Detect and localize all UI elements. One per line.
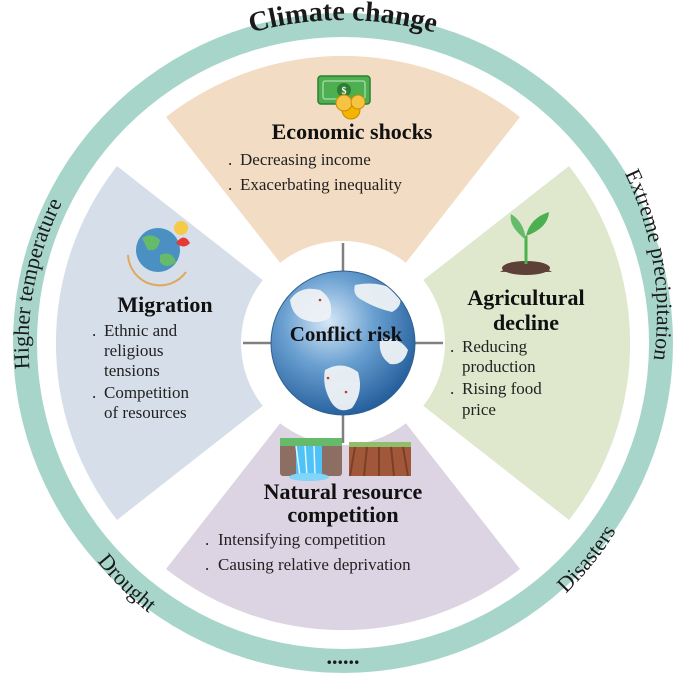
list-item: price bbox=[462, 400, 496, 419]
sector-agricultural bbox=[343, 166, 631, 520]
list-item: Exacerbating inequality bbox=[240, 175, 402, 194]
migration-bullets: . Ethnic and religious tensions . Compet… bbox=[92, 321, 190, 422]
center-label: Conflict risk bbox=[290, 322, 403, 346]
economic-title: Economic shocks bbox=[272, 119, 433, 144]
list-item: production bbox=[462, 357, 536, 376]
earth-migration-icon bbox=[127, 221, 190, 287]
list-item: tensions bbox=[104, 361, 160, 380]
svg-text:.: . bbox=[450, 337, 454, 356]
farmland-icon bbox=[349, 442, 411, 477]
svg-text:.: . bbox=[228, 150, 232, 169]
svg-text:$: $ bbox=[342, 86, 347, 97]
list-item: of resources bbox=[104, 403, 187, 422]
natural-title-line-1: Natural resource bbox=[264, 479, 423, 504]
waterfall-icon bbox=[280, 438, 342, 481]
list-item: Causing relative deprivation bbox=[218, 555, 411, 574]
svg-text:.: . bbox=[92, 383, 96, 402]
natural-title-line-2: competition bbox=[287, 502, 398, 527]
sector-natural bbox=[166, 343, 520, 631]
money-icon: $ bbox=[317, 75, 371, 120]
sector-economic bbox=[166, 55, 520, 343]
agricultural-title-line-2: decline bbox=[493, 310, 559, 335]
svg-text:.: . bbox=[205, 555, 209, 574]
svg-text:.: . bbox=[92, 321, 96, 340]
list-item: Decreasing income bbox=[240, 150, 371, 169]
list-item: Competition bbox=[104, 383, 190, 402]
list-item: religious bbox=[104, 341, 164, 360]
ring-label-bottom: ...... bbox=[327, 644, 360, 669]
svg-text:.: . bbox=[228, 175, 232, 194]
sector-migration bbox=[55, 166, 343, 520]
list-item: Ethnic and bbox=[104, 321, 178, 340]
sprout-icon bbox=[500, 212, 552, 275]
svg-text:.: . bbox=[450, 379, 454, 398]
list-item: Rising food bbox=[462, 379, 542, 398]
agricultural-title-line-1: Agricultural bbox=[467, 285, 584, 310]
globe-icon bbox=[270, 270, 416, 416]
list-item: Intensifying competition bbox=[218, 530, 386, 549]
svg-text:.: . bbox=[205, 530, 209, 549]
list-item: Reducing bbox=[462, 337, 528, 356]
agricultural-bullets: . Reducing production . Rising food pric… bbox=[450, 337, 542, 419]
migration-title: Migration bbox=[117, 292, 212, 317]
economic-bullets: . Decreasing income . Exacerbating inequ… bbox=[228, 150, 402, 194]
natural-bullets: . Intensifying competition . Causing rel… bbox=[205, 530, 411, 574]
